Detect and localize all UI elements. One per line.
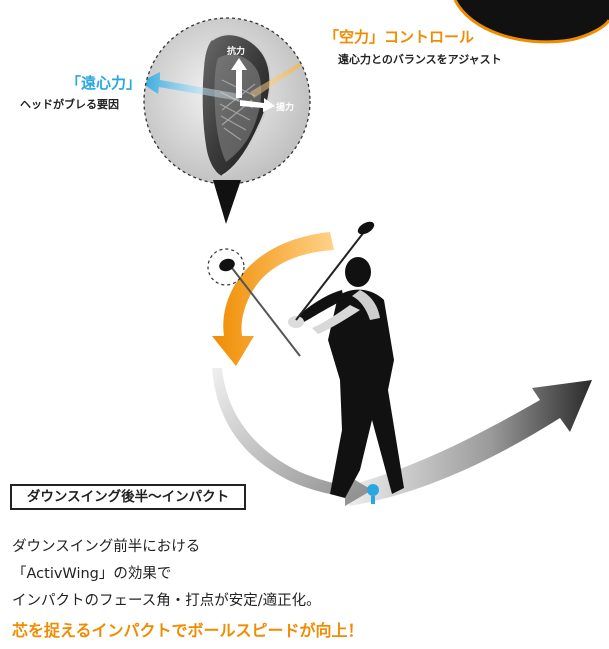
ball-on-tee: [367, 484, 379, 504]
golfer-silhouette: [288, 257, 404, 498]
centrifugal-force-subtitle: ヘッドがブレる要因: [20, 98, 119, 111]
impact-arc-arrow: [212, 368, 372, 506]
lift-label: 揚力: [276, 103, 295, 113]
centrifugal-force-title: 「遠心力」: [66, 74, 142, 92]
drag-label: 抗力: [227, 47, 246, 57]
highlight-message: 芯を捉えるインパクトでボールスピードが向上！: [12, 621, 364, 640]
description-line-3: インパクトのフェース角・打点が安定/適正化。: [12, 593, 321, 609]
description-line-1: ダウンスイング前半における: [12, 539, 201, 555]
aero-control-subtitle: 遠心力とのバランスをアジャスト: [338, 53, 502, 66]
follow-through-arrow: [340, 380, 592, 506]
phase-label-box: ダウンスイング後半〜インパクト: [10, 484, 246, 510]
clubhead-zoom-circle: [143, 17, 311, 224]
aero-control-title: 「空力」コントロール: [324, 28, 475, 46]
description-line-2: 「ActivWing」の効果で: [12, 566, 172, 582]
golf-club: [207, 221, 375, 357]
corner-club-preview: [453, 0, 609, 44]
downswing-arc-arrow: [212, 232, 334, 366]
